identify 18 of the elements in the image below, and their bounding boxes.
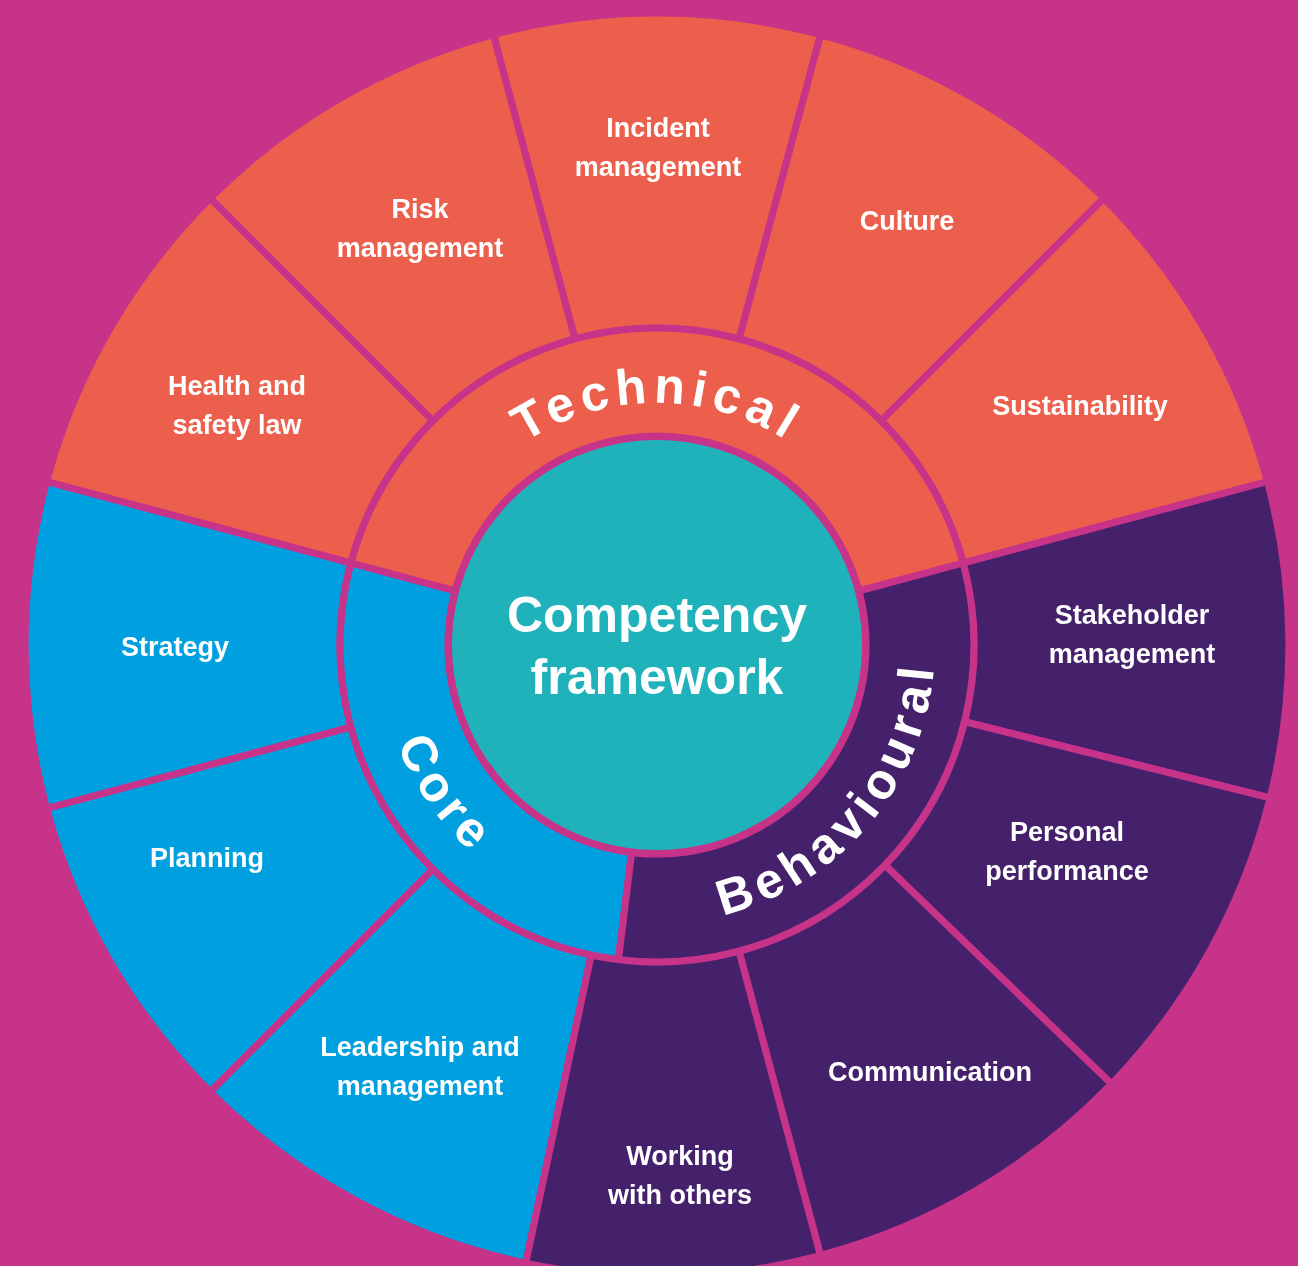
- competency-label: Stakeholder management: [1048, 600, 1216, 670]
- competency-label: Planning: [150, 842, 264, 873]
- competency-label: Strategy: [121, 631, 229, 662]
- ring-segment: [967, 485, 1286, 794]
- competency-label: Communication: [828, 1056, 1032, 1087]
- ring-segment: [355, 331, 959, 587]
- category-label: Technical: [501, 357, 813, 452]
- competency-label: Risk management: [336, 194, 504, 264]
- ring-segment: [28, 485, 347, 805]
- ring-segment: [215, 874, 587, 1259]
- competency-label: Leadership and management: [320, 1032, 520, 1102]
- competency-label: Sustainability: [992, 390, 1168, 421]
- competency-label: Working with others: [608, 1141, 752, 1211]
- competency-label: Health and safety law: [168, 371, 306, 441]
- competency-label: Culture: [859, 205, 955, 236]
- competency-label: Personal performance: [985, 817, 1149, 887]
- competency-label: Incident management: [574, 113, 742, 183]
- ring-segment: [529, 955, 817, 1266]
